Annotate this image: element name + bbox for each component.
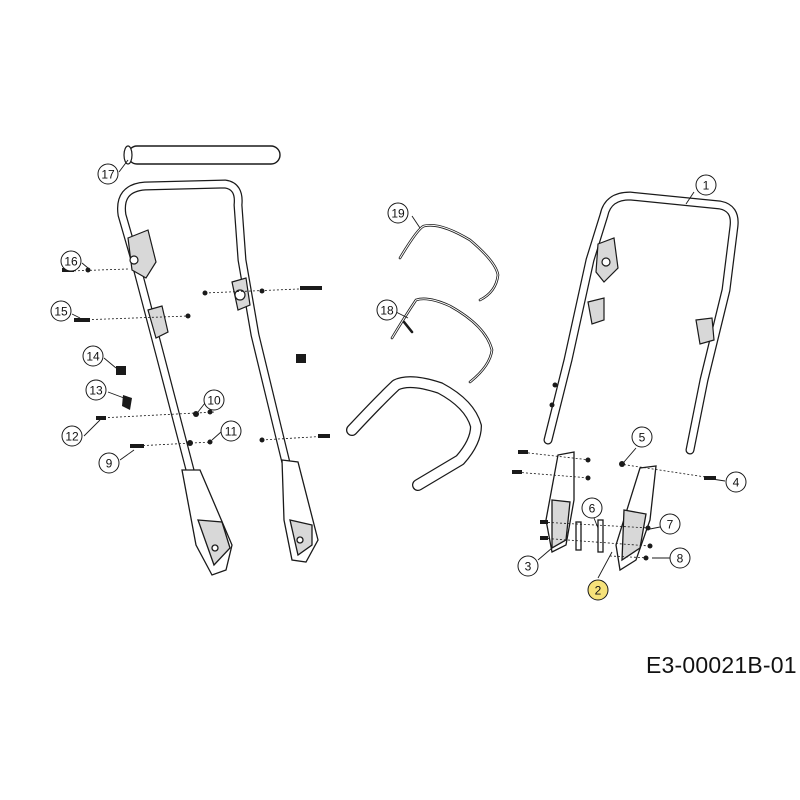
- svg-text:16: 16: [64, 255, 78, 269]
- callout-15[interactable]: 15: [50, 300, 72, 322]
- right-fasteners: [512, 382, 716, 561]
- grip-tube: [123, 145, 281, 165]
- callout-19[interactable]: 19: [387, 202, 409, 224]
- svg-text:13: 13: [89, 384, 103, 398]
- svg-text:2: 2: [595, 584, 602, 598]
- svg-text:1: 1: [703, 179, 710, 193]
- left-handle-assembly: [116, 179, 305, 560]
- svg-text:8: 8: [677, 552, 684, 566]
- callout-10[interactable]: 10: [203, 389, 225, 411]
- callout-11[interactable]: 11: [220, 420, 242, 442]
- left-fastener-lines: [69, 268, 329, 447]
- svg-text:3: 3: [525, 560, 532, 574]
- svg-text:5: 5: [639, 431, 646, 445]
- svg-text:12: 12: [65, 430, 79, 444]
- svg-text:14: 14: [86, 350, 100, 364]
- svg-text:15: 15: [54, 305, 68, 319]
- left-lower-brackets: [181, 459, 319, 576]
- callout-3[interactable]: 3: [517, 555, 539, 577]
- svg-text:9: 9: [106, 457, 113, 471]
- callout-1[interactable]: 1: [695, 174, 717, 196]
- right-fastener-lines: [513, 451, 713, 559]
- operator-bail-bar: [346, 376, 482, 491]
- callout-7[interactable]: 7: [659, 513, 681, 535]
- callout-leaders: [71, 159, 726, 579]
- svg-text:10: 10: [207, 394, 221, 408]
- callout-13[interactable]: 13: [85, 379, 107, 401]
- callout-9[interactable]: 9: [98, 452, 120, 474]
- callout-14[interactable]: 14: [82, 345, 104, 367]
- svg-text:11: 11: [225, 425, 238, 439]
- left-handle-clips: [127, 229, 251, 339]
- callout-2[interactable]: 2: [587, 579, 609, 601]
- right-handle-clips: [587, 237, 715, 345]
- bail-cables: [390, 224, 500, 384]
- svg-text:4: 4: [733, 476, 740, 490]
- right-handle-upper: [543, 191, 739, 455]
- callout-12[interactable]: 12: [61, 425, 83, 447]
- svg-text:6: 6: [589, 502, 596, 516]
- svg-text:19: 19: [391, 207, 405, 221]
- callout-17[interactable]: 17: [97, 163, 119, 185]
- callout-6[interactable]: 6: [581, 497, 603, 519]
- right-lower-brackets: [545, 451, 657, 572]
- callout-8[interactable]: 8: [669, 547, 691, 569]
- callout-4[interactable]: 4: [725, 471, 747, 493]
- callout-5[interactable]: 5: [631, 426, 653, 448]
- svg-text:18: 18: [380, 304, 394, 318]
- callout-16[interactable]: 16: [60, 250, 82, 272]
- svg-text:7: 7: [667, 518, 674, 532]
- callout-18[interactable]: 18: [376, 299, 398, 321]
- drawing-code-label: E3-00021B-01: [646, 652, 797, 678]
- svg-text:17: 17: [101, 168, 115, 182]
